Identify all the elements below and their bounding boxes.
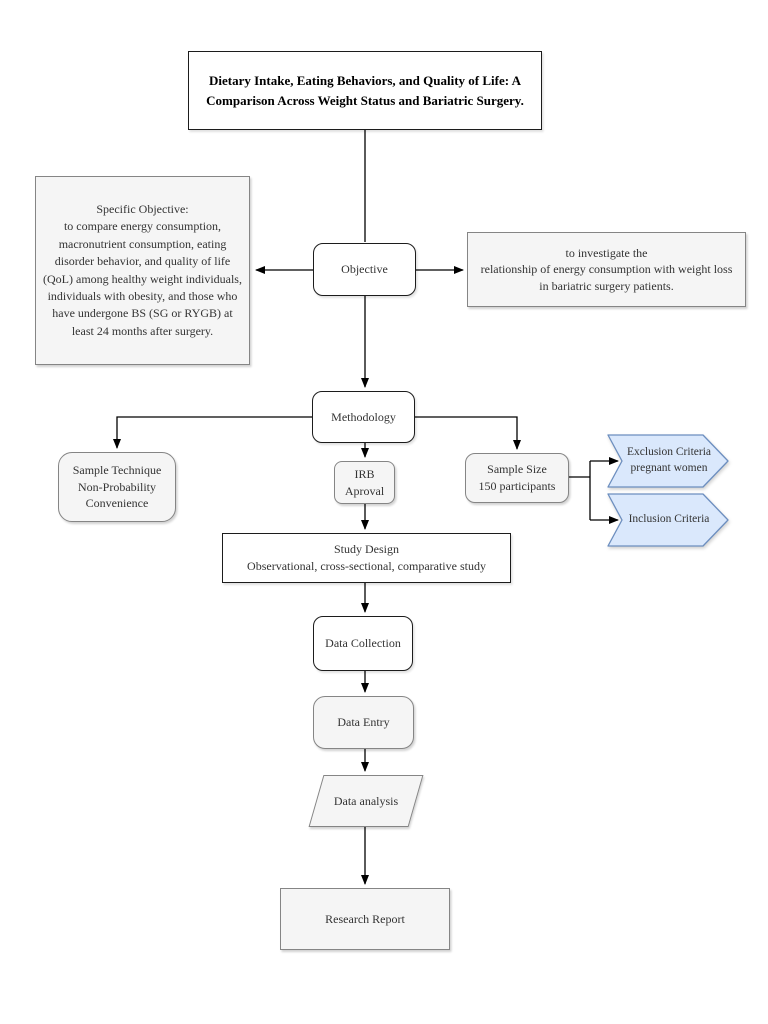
methodology-node: Methodology bbox=[312, 391, 415, 443]
data-analysis-label: Data analysis bbox=[333, 793, 399, 808]
study-design-line-1: Study Design bbox=[333, 542, 399, 557]
exclusion-line-1: Exclusion Criteria bbox=[627, 446, 711, 459]
data-analysis-node: Data analysis bbox=[308, 775, 424, 827]
inclusion-criteria-label: Inclusion Criteria bbox=[616, 496, 722, 544]
exclusion-line-2: pregnant women bbox=[630, 462, 708, 474]
title-line-2: Comparison Across Weight Status and Bari… bbox=[206, 92, 524, 108]
inclusion-criteria-chevron-shape bbox=[607, 493, 729, 547]
sample-size-line-2: 150 participants bbox=[478, 479, 556, 493]
research-report-box: Research Report bbox=[280, 888, 450, 950]
investigate-line-1: to investigate the bbox=[565, 245, 648, 260]
specific-objective-heading: Specific Objective: bbox=[96, 201, 189, 216]
investigate-box: to investigate the relationship of energ… bbox=[467, 232, 746, 307]
investigate-line-2: relationship of energy consumption with … bbox=[480, 262, 733, 293]
connector-methodology-to-sample-technique bbox=[113, 416, 312, 449]
irb-line-1: IRB bbox=[354, 466, 375, 481]
sample-size-node: Sample Size 150 participants bbox=[465, 453, 569, 503]
specific-objective-box: Specific Objective: to compare energy co… bbox=[35, 176, 250, 365]
connector-methodology-to-sample-size bbox=[415, 416, 521, 450]
inclusion-label-text: Inclusion Criteria bbox=[628, 513, 710, 526]
study-design-box: Study Design Observational, cross-sectio… bbox=[222, 533, 511, 583]
sample-technique-node: Sample Technique Non-Probability Conveni… bbox=[58, 452, 176, 522]
exclusion-criteria-chevron-shape bbox=[607, 434, 729, 488]
irb-approval-node: IRB Aproval bbox=[334, 461, 395, 504]
research-report-label: Research Report bbox=[325, 911, 405, 926]
sample-technique-line-1: Sample Technique bbox=[72, 463, 162, 478]
objective-label: Objective bbox=[341, 262, 388, 277]
data-collection-node: Data Collection bbox=[313, 616, 413, 671]
data-entry-node: Data Entry bbox=[313, 696, 414, 749]
objective-node: Objective bbox=[313, 243, 416, 296]
specific-objective-body: to compare energy consumption, macronutr… bbox=[43, 219, 242, 338]
data-collection-label: Data Collection bbox=[325, 636, 401, 651]
study-design-line-2: Observational, cross-sectional, comparat… bbox=[247, 559, 486, 573]
exclusion-criteria-label: Exclusion Criteria pregnant women bbox=[616, 437, 722, 485]
data-entry-label: Data Entry bbox=[337, 715, 390, 730]
title-line-1: Dietary Intake, Eating Behaviors, and Qu… bbox=[208, 73, 521, 88]
sample-technique-line-2: Non-Probability Convenience bbox=[78, 479, 156, 511]
sample-size-line-1: Sample Size bbox=[487, 462, 547, 477]
title-box: Dietary Intake, Eating Behaviors, and Qu… bbox=[188, 51, 542, 130]
methodology-label: Methodology bbox=[331, 409, 396, 424]
irb-line-2: Aproval bbox=[344, 483, 385, 498]
